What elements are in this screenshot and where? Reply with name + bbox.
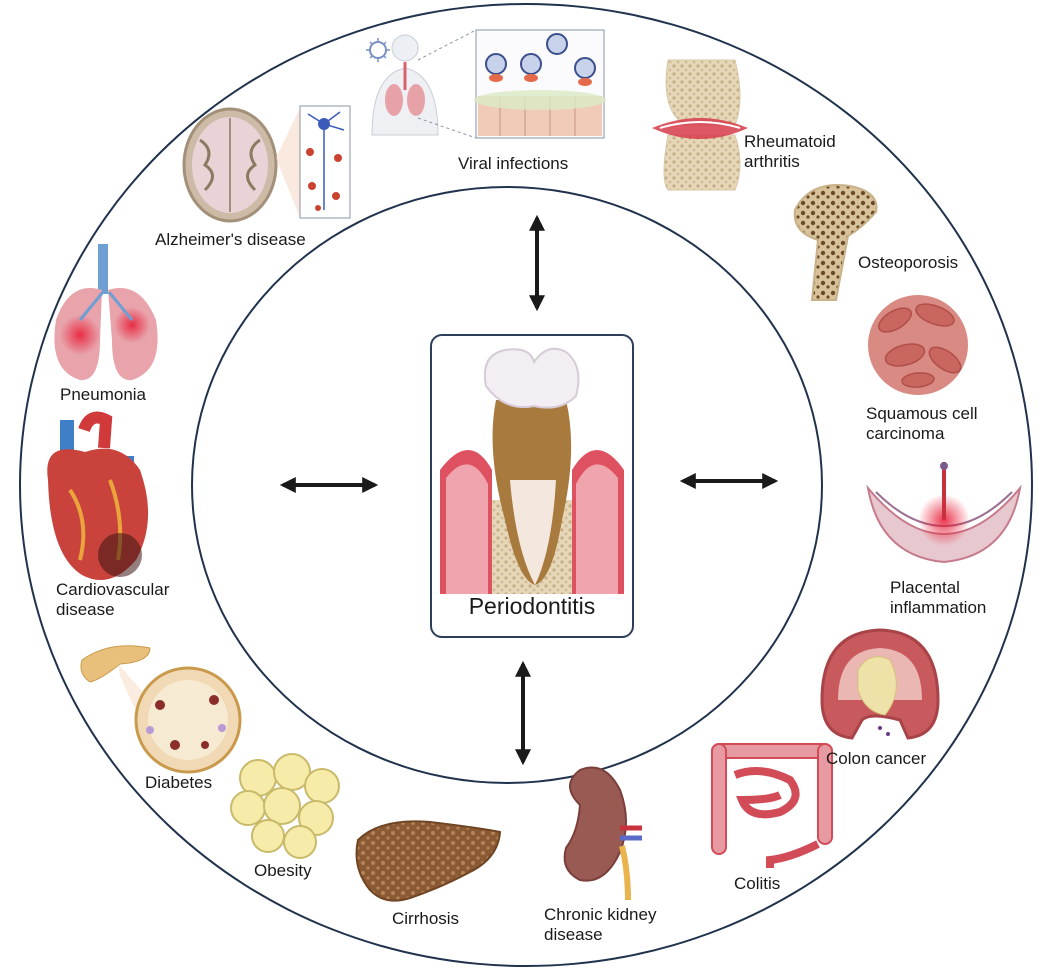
carcinoma-cells-icon	[868, 295, 968, 395]
label-colitis: Colitis	[734, 874, 781, 893]
inner-ring	[191, 186, 823, 784]
label-cirrhosis: Cirrhosis	[392, 909, 460, 928]
liver-icon	[355, 820, 502, 902]
label-chronic-kidney: Chronic kidney disease	[544, 905, 657, 944]
label-osteoporosis: Osteoporosis	[858, 253, 959, 272]
label-colon-cancer: Colon cancer	[826, 749, 927, 768]
outer-ring	[19, 3, 1033, 967]
joint-icon	[652, 59, 748, 191]
label-placental-inflammation: Placental inflammation	[890, 578, 987, 617]
lungs-icon	[54, 244, 158, 381]
label-obesity: Obesity	[254, 861, 312, 880]
intestine-icon	[711, 743, 833, 868]
lungs-body-icon	[371, 34, 439, 136]
placenta-icon	[866, 462, 1022, 564]
label-alzheimers: Alzheimer's disease	[155, 230, 306, 249]
bone-icon	[793, 184, 878, 301]
label-viral-infections: Viral infections	[458, 154, 569, 173]
label-diabetes: Diabetes	[145, 773, 213, 792]
label-cardiovascular: Cardiovascular disease	[56, 580, 170, 619]
adipocytes-icon	[230, 753, 340, 859]
label-pneumonia: Pneumonia	[60, 385, 147, 404]
neuron-icon	[299, 105, 351, 219]
center-label: Periodontitis	[468, 593, 596, 619]
virus-icon	[366, 38, 390, 62]
heart-icon	[47, 411, 149, 580]
pancreas-icon	[80, 645, 242, 774]
label-rheumatoid-arthritis: Rheumatoid arthritis	[744, 132, 836, 171]
epithelium-virus-icon	[417, 29, 606, 139]
brain-icon	[182, 107, 300, 223]
kidney-icon	[563, 766, 642, 901]
colon-tumor-icon	[820, 628, 940, 740]
label-squamous-cell-carcinoma: Squamous cell carcinoma	[866, 404, 978, 443]
